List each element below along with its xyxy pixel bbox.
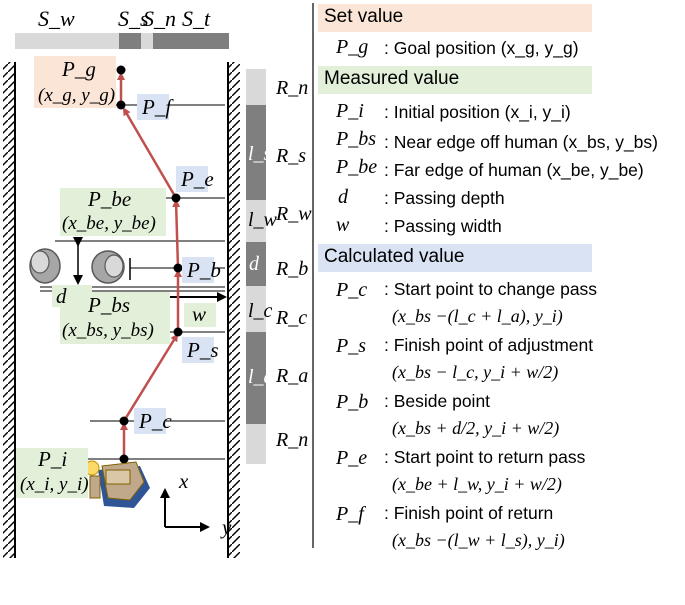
robot-path — [117, 72, 182, 459]
legend-description: : Passing width — [384, 216, 502, 236]
point-label-pbe: P_be — [87, 187, 131, 211]
human-figure-left — [29, 248, 61, 284]
legend-symbol: P_b — [336, 391, 369, 413]
legend-description: : Initial position (x_i, y_i) — [384, 102, 571, 122]
legend-symbol: P_c — [336, 279, 368, 301]
segment-label-sw: S_w — [38, 6, 75, 31]
legend-formula: (x_bs −(l_w + l_s), y_i) — [392, 530, 565, 550]
legend-symbol: P_e — [336, 447, 368, 469]
legend-description: : Near edge off human (x_bs, y_bs) — [384, 132, 658, 152]
pc-label-bg — [134, 408, 166, 434]
pb-label-bg — [182, 257, 214, 283]
length-label-la: l_a — [248, 366, 274, 388]
pe-label-bg — [176, 166, 208, 192]
length-label-d: d — [249, 253, 260, 275]
right-wall — [227, 62, 240, 558]
pg-label-bg — [34, 56, 116, 108]
point-label-pbs: P_bs — [87, 293, 130, 317]
segment-label-sn: S_n — [143, 6, 176, 31]
region-bar — [246, 69, 266, 464]
coord-label-bs: (x_bs, y_bs) — [62, 320, 154, 341]
legend-description: : Goal position (x_g, y_g) — [384, 38, 579, 58]
region-label-rw: R_w — [275, 203, 312, 225]
point-label-pb: P_b — [186, 258, 221, 282]
legend-description: : Finish point of return — [384, 503, 554, 523]
legend-formula: (x_be + l_w, y_i + w/2) — [392, 474, 562, 494]
segment-label-st: S_t — [182, 6, 211, 31]
legend-description: : Passing depth — [384, 188, 505, 208]
region-label-rc: R_c — [275, 307, 307, 329]
human-figure-right — [91, 250, 125, 284]
pi-label-bg — [16, 448, 88, 498]
point-label-ps: P_s — [186, 338, 219, 362]
point-label-pi: P_i — [37, 447, 67, 471]
left-wall — [3, 62, 16, 558]
coord-label-i: (x_i, y_i) — [20, 474, 89, 495]
path-points — [116, 65, 183, 464]
legend-description: : Far edge of human (x_be, y_be) — [384, 160, 644, 180]
coord-label-be: (x_be, y_be) — [62, 213, 156, 234]
legend-symbol: d — [338, 186, 348, 208]
legend-symbol: P_s — [336, 335, 366, 357]
axes — [160, 488, 210, 532]
pbs-label-bg — [60, 292, 170, 344]
measured-value-header: Measured value — [318, 66, 592, 94]
length-label-lc: l_c — [248, 300, 273, 322]
set-value-header: Set value — [318, 4, 592, 32]
legend-symbol: P_g — [336, 36, 369, 58]
legend-formula: (x_bs −(l_c + l_a), y_i) — [392, 306, 563, 326]
robot-icon — [84, 460, 150, 508]
length-label-ls: l_s — [248, 143, 272, 165]
legend-symbol: P_be — [336, 156, 378, 178]
point-label-pf: P_f — [141, 95, 174, 119]
legend-formula: (x_bs + d/2, y_i + w/2) — [392, 418, 560, 438]
pf-label-bg — [137, 94, 169, 120]
legend-description: : Finish point of adjustment — [384, 335, 594, 355]
legend-description: : Start point to return pass — [384, 447, 586, 467]
w-label: w — [192, 302, 206, 326]
d-label: d — [56, 284, 67, 308]
segment-label-ss: S_s — [118, 6, 149, 31]
length-label-lw: l_w — [248, 209, 278, 231]
point-label-pe: P_e — [180, 167, 214, 191]
region-label-rn-top: R_n — [275, 77, 308, 99]
legend-symbol: P_bs — [336, 128, 376, 150]
legend-symbol: P_i — [336, 100, 364, 122]
region-label-rs: R_s — [275, 145, 306, 167]
ps-label-bg — [182, 337, 214, 363]
w-label-bg — [184, 303, 216, 327]
legend-description: : Beside point — [384, 391, 491, 411]
point-label-pg: P_g — [61, 57, 96, 81]
region-label-rn-bottom: R_n — [275, 429, 308, 451]
legend-symbol: P_f — [336, 503, 364, 525]
point-label-pc: P_c — [138, 409, 172, 433]
calculated-value-header: Calculated value — [318, 244, 592, 272]
coord-label-g: (x_g, y_g) — [38, 85, 115, 106]
axis-y-label: y — [220, 515, 232, 539]
legend-symbol: w — [336, 214, 350, 236]
pbe-label-bg — [60, 188, 166, 236]
legend-formula: (x_bs − l_c, y_i + w/2) — [392, 362, 559, 382]
segment-bar — [15, 33, 229, 49]
legend-description: : Start point to change pass — [384, 279, 598, 299]
depth-dimension — [73, 237, 131, 285]
region-label-rb: R_b — [275, 258, 308, 280]
axis-x-label: x — [178, 469, 189, 493]
region-label-ra: R_a — [275, 365, 308, 387]
